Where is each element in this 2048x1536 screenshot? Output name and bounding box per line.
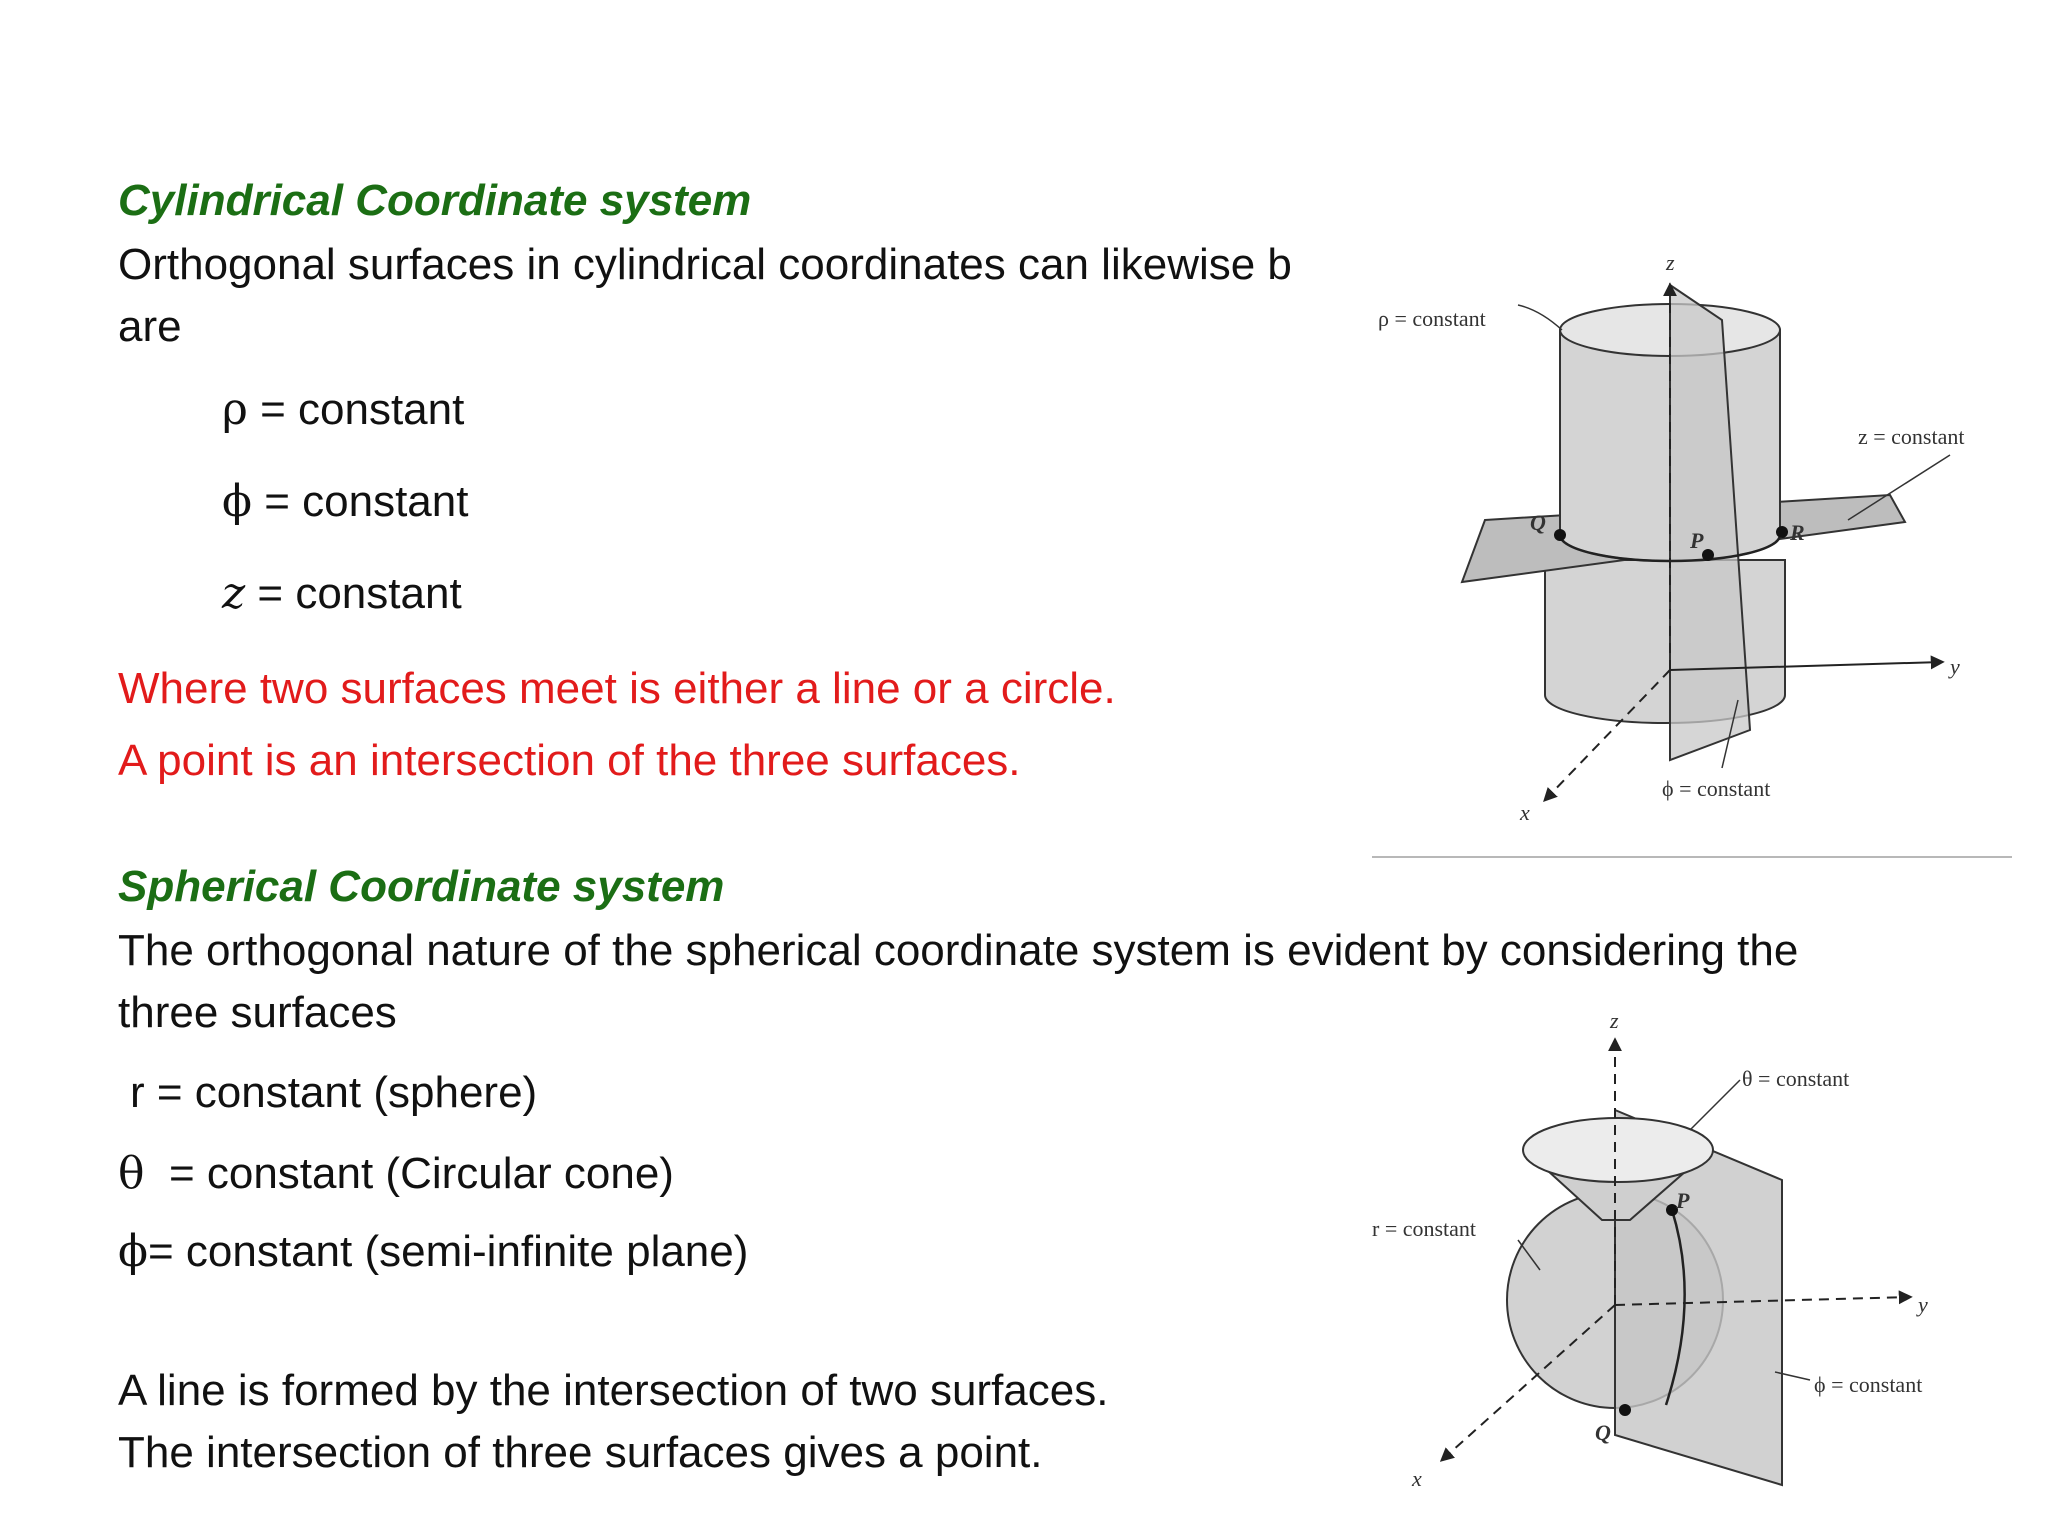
phi-symbol: ϕ	[222, 476, 252, 527]
phi-constant-label: ϕ = constant	[1814, 1372, 1922, 1397]
z-constant-label: z = constant	[1858, 424, 1965, 449]
y-axis-line	[1614, 1290, 1913, 1306]
equation-text: = constant (Circular cone)	[144, 1149, 674, 1198]
point-r-label: R	[1789, 520, 1805, 545]
cylindrical-intro-line2: are	[118, 302, 182, 351]
phi-constant-label: ϕ = constant	[1662, 776, 1770, 801]
x-axis-line	[1439, 1304, 1616, 1462]
point-q-label: Q	[1530, 510, 1546, 535]
cylinder-lower-body	[1544, 559, 1786, 724]
point-q	[1554, 529, 1566, 541]
theta-constant-label: θ = constant	[1742, 1066, 1849, 1091]
spherical-coordinates-figure: z y x θ = constant r = constant ϕ = cons…	[1372, 1008, 1928, 1491]
rho-constant-label: ρ = constant	[1378, 306, 1486, 331]
z-axis-label: z	[1609, 1008, 1619, 1033]
r-constant-label: r = constant	[1372, 1216, 1476, 1241]
y-axis-label: y	[1916, 1292, 1928, 1317]
spherical-heading: Spherical Coordinate system	[118, 862, 725, 911]
cylindrical-note-point: A point is an intersection of the three …	[118, 736, 1021, 785]
point-p-label: P	[1675, 1188, 1690, 1213]
spherical-equation-theta: θ = constant (Circular cone)	[118, 1148, 674, 1199]
equation-text: = constant	[247, 385, 465, 434]
x-axis-line	[1543, 669, 1671, 803]
point-p-label: P	[1689, 528, 1704, 553]
spherical-note-point: The intersection of three surfaces gives…	[118, 1428, 1043, 1477]
spherical-intro-line1: The orthogonal nature of the spherical c…	[118, 926, 1799, 975]
cylindrical-intro-line1: Orthogonal surfaces in cylindrical coord…	[118, 240, 1292, 289]
theta-symbol: θ	[118, 1148, 145, 1199]
cylindrical-heading: Cylindrical Coordinate system	[118, 176, 752, 225]
z-symbol: z	[222, 568, 246, 619]
figure-divider	[1372, 856, 2012, 858]
spherical-intro-line2: three surfaces	[118, 988, 397, 1037]
spherical-equation-r: r = constant (sphere)	[130, 1068, 538, 1117]
point-q-label: Q	[1595, 1420, 1611, 1445]
phi-constant-half-plane	[1614, 1108, 1783, 1487]
phi-symbol: ϕ	[118, 1226, 148, 1277]
cylindrical-coordinates-figure: z y x ρ = constant z = constant ϕ = cons…	[1378, 250, 1965, 825]
point-q	[1619, 1404, 1631, 1416]
cylindrical-equation-rho: ρ = constant	[222, 384, 464, 435]
equation-text: = constant (semi-infinite plane)	[148, 1227, 749, 1276]
cylindrical-equation-z: z = constant	[222, 568, 462, 619]
y-axis-line	[1669, 655, 1945, 671]
x-axis-label: x	[1519, 800, 1530, 825]
rho-symbol: ρ	[222, 384, 248, 435]
equation-text: = constant	[252, 477, 469, 526]
cylindrical-equation-phi: ϕ = constant	[222, 476, 468, 527]
point-p	[1666, 1204, 1678, 1216]
spherical-equation-phi: ϕ= constant (semi-infinite plane)	[118, 1226, 748, 1277]
spherical-note-line: A line is formed by the intersection of …	[118, 1366, 1109, 1415]
x-axis-label: x	[1411, 1466, 1422, 1491]
equation-text: = constant	[245, 569, 462, 618]
point-p	[1702, 549, 1714, 561]
cone-top-ellipse	[1522, 1117, 1714, 1183]
cylindrical-note-line-circle: Where two surfaces meet is either a line…	[118, 664, 1116, 713]
z-axis-label: z	[1665, 250, 1675, 275]
point-r	[1776, 526, 1788, 538]
y-axis-label: y	[1948, 654, 1960, 679]
